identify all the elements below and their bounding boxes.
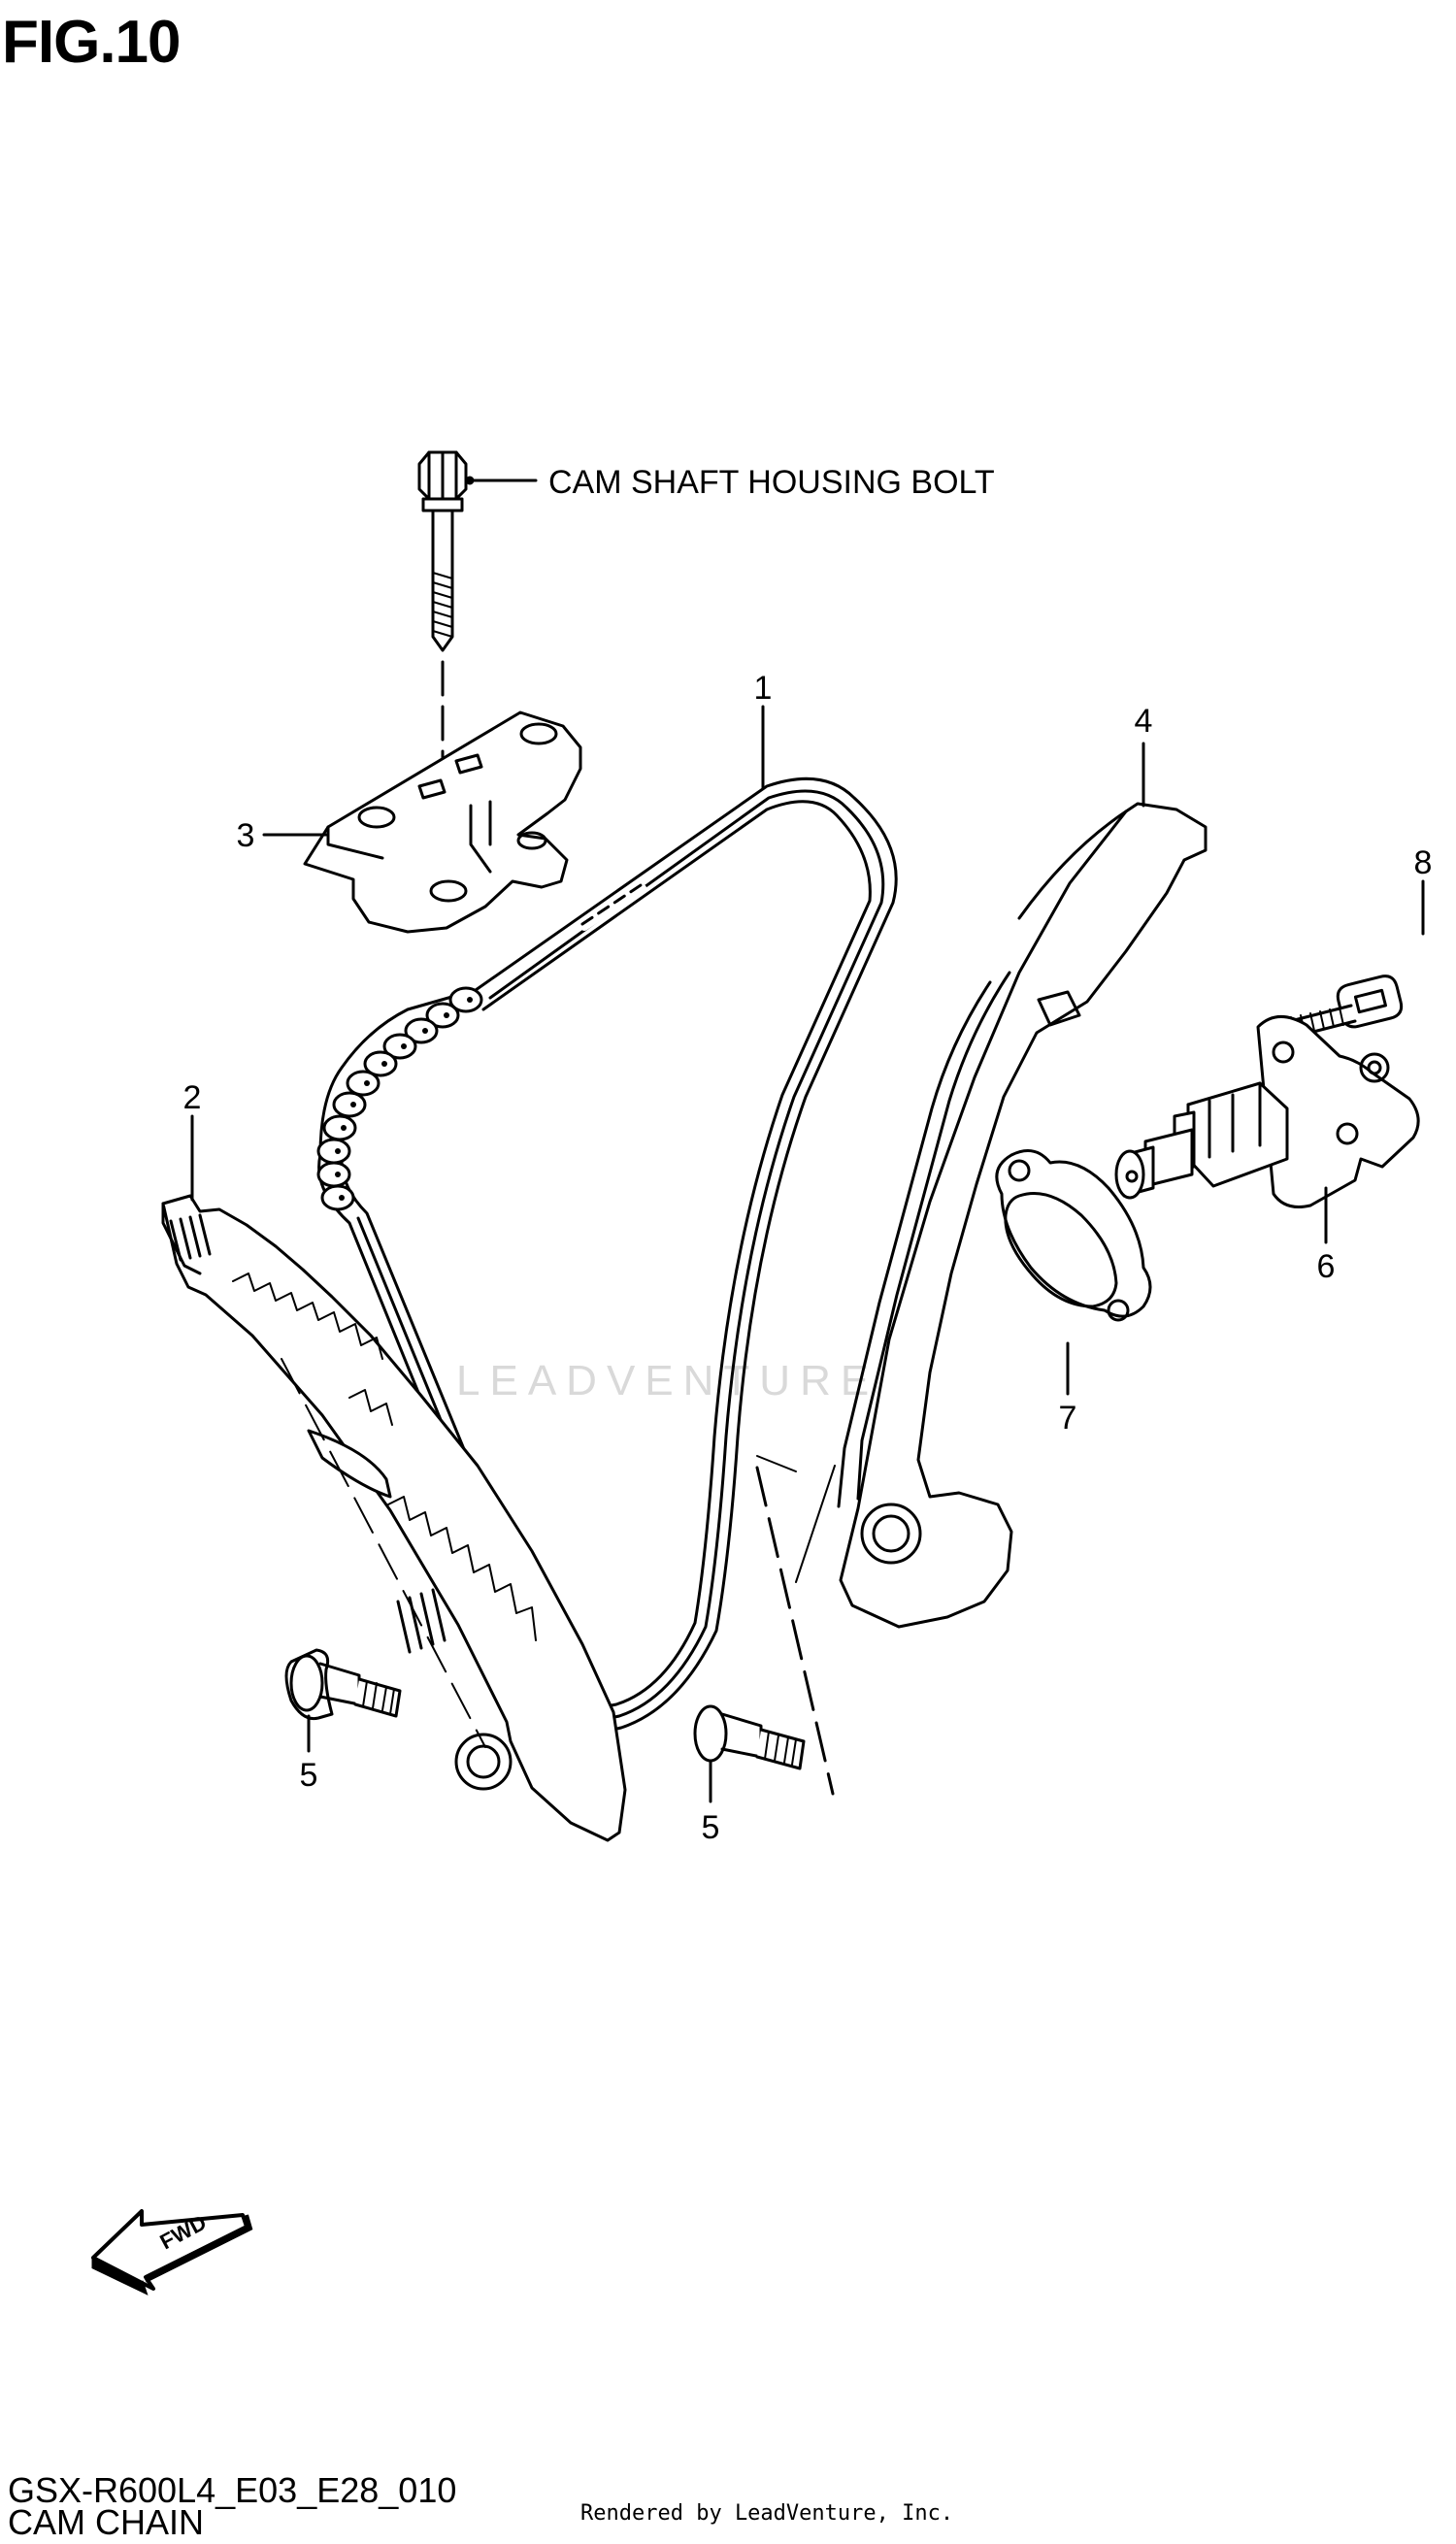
part-4-cam-chain-guide [839, 804, 1206, 1627]
part-3-chain-guide-no3 [305, 712, 580, 932]
part-2-cam-chain-tension-adjuster-guide [163, 1196, 625, 1840]
callout-part-5-left: 5 [300, 1757, 318, 1794]
callout-part-7: 7 [1059, 1400, 1077, 1437]
bolt-callout-label: CAM SHAFT HOUSING BOLT [548, 464, 995, 501]
callout-part-6: 6 [1317, 1248, 1336, 1285]
fwd-direction-arrow: FWD [91, 2209, 253, 2296]
render-credit: Rendered by LeadVenture, Inc. [580, 2501, 954, 2526]
callout-part-5-right: 5 [702, 1809, 720, 1846]
part-1-cam-chain [318, 778, 896, 1732]
callout-part-8: 8 [1414, 844, 1433, 881]
callout-part-4: 4 [1135, 703, 1153, 740]
watermark-text: LEADVENTURE [456, 1357, 879, 1404]
part-6-tension-adjuster [1116, 1016, 1418, 1206]
figure-caption: CAM CHAIN [8, 2502, 205, 2542]
callout-part-3: 3 [237, 817, 255, 854]
part-5-bolt-right [695, 1456, 920, 1794]
figure-title: FIG.10 [2, 9, 182, 76]
part-7-gasket [997, 1151, 1150, 1321]
part-5-bolt-left [286, 1650, 400, 1719]
callout-part-2: 2 [183, 1079, 202, 1116]
callout-part-1: 1 [754, 670, 773, 707]
model-code: GSX-R600L4_E03_E28_010 [8, 2470, 457, 2510]
